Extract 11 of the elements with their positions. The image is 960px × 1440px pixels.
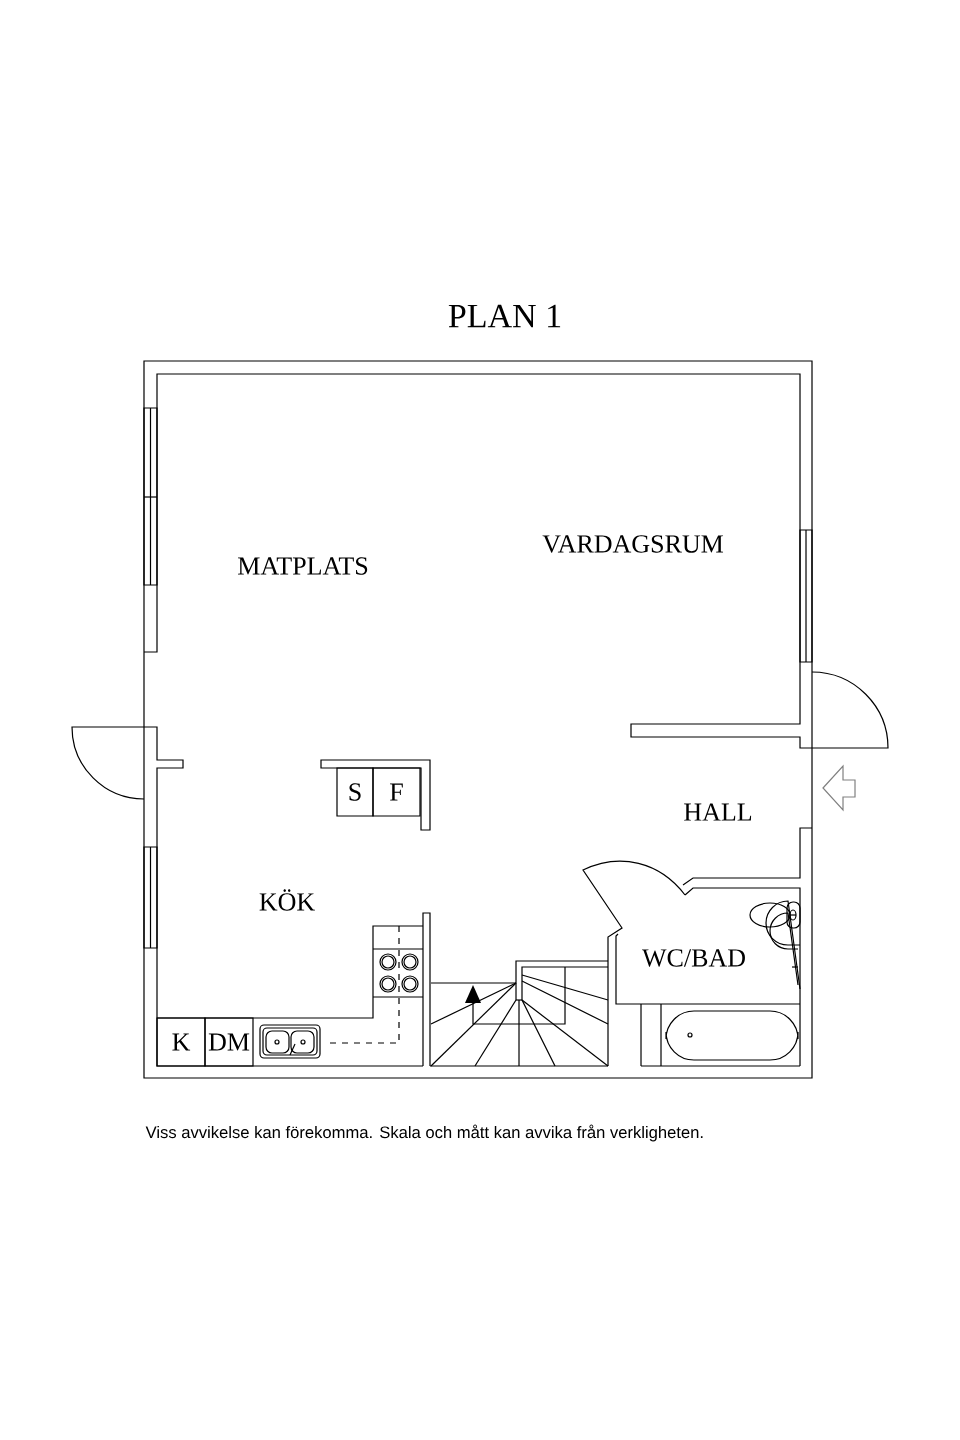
appliance-box: S [336, 767, 374, 817]
disclaimer-note: Viss avvikelse kan förekomma. Skala och mått kan avvika från verkligheten. [145, 1124, 703, 1142]
room-label: VARDAGSRUM [542, 535, 724, 553]
room-label: HALL [684, 803, 752, 821]
appliance-box: K [156, 1017, 206, 1067]
plan-title: PLAN 1 [448, 304, 561, 328]
room-label: MATPLATS [238, 557, 368, 575]
room-label: KÖK [259, 889, 315, 911]
appliance-box: DM [204, 1017, 254, 1067]
appliance-box: F [372, 767, 421, 817]
room-label: WC/BAD [642, 949, 745, 967]
